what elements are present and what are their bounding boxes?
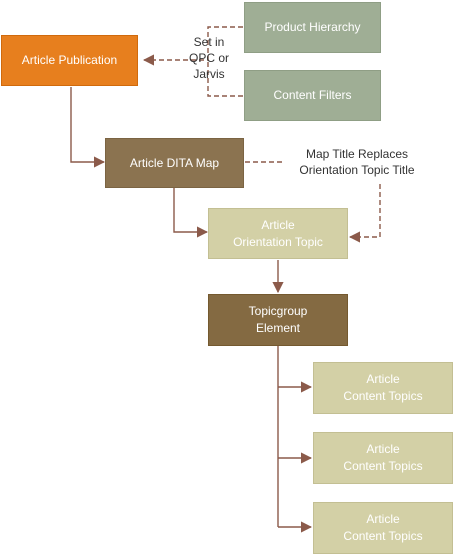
node-orientation-topic[interactable]: Article Orientation Topic xyxy=(208,208,348,259)
node-label-line-1: Topicgroup xyxy=(248,304,308,318)
node-content-filters[interactable]: Content Filters xyxy=(244,70,381,121)
node-content-topics-2[interactable]: Article Content Topics xyxy=(313,432,453,484)
node-label-line-2: Orientation Topic xyxy=(233,234,323,249)
node-label-line-2: Content Topics xyxy=(343,389,423,403)
node-topicgroup-element[interactable]: Topicgroup Element xyxy=(208,294,348,346)
node-label: Product Hierarchy xyxy=(264,20,361,34)
node-label-line-1: Article xyxy=(366,372,400,386)
node-content-topics-1[interactable]: Article Content Topics xyxy=(313,362,453,414)
link-publication-to-dita-map xyxy=(70,87,106,168)
note-line-2: Orientation Topic Title xyxy=(299,163,415,177)
node-label-line-1: Article xyxy=(366,512,400,526)
link-dita-map-to-orientation-topic xyxy=(173,188,209,238)
link-product-hierarchy-to-publication xyxy=(142,26,243,66)
note-line-2: QPC or xyxy=(188,51,229,65)
node-product-hierarchy[interactable]: Product Hierarchy xyxy=(244,2,381,53)
node-label: Article Publication xyxy=(21,53,118,67)
node-label: Article DITA Map xyxy=(129,155,220,170)
node-content-topics-3[interactable]: Article Content Topics xyxy=(313,502,453,554)
note-line-3: Jarvis xyxy=(193,67,225,81)
note-map-title: Map Title Replaces Orientation Topic Tit… xyxy=(282,146,432,178)
node-label-line-2: Element xyxy=(255,321,301,335)
link-note-to-orientation-topic xyxy=(348,184,381,243)
note-line-1: Set in xyxy=(193,35,225,49)
node-label-line-1: Article xyxy=(366,442,400,456)
node-article-dita-map[interactable]: Article DITA Map xyxy=(105,138,244,188)
node-label-line-1: Article xyxy=(261,217,295,232)
link-content-filters-to-publication xyxy=(207,60,243,97)
node-label: Content Filters xyxy=(273,88,352,102)
note-set-in: Set in QPC or Jarvis xyxy=(184,34,234,82)
node-article-publication[interactable]: Article Publication xyxy=(1,35,138,86)
node-label-line-2: Content Topics xyxy=(343,529,423,543)
node-label-line-2: Content Topics xyxy=(343,459,423,473)
note-line-1: Map Title Replaces xyxy=(305,147,409,161)
